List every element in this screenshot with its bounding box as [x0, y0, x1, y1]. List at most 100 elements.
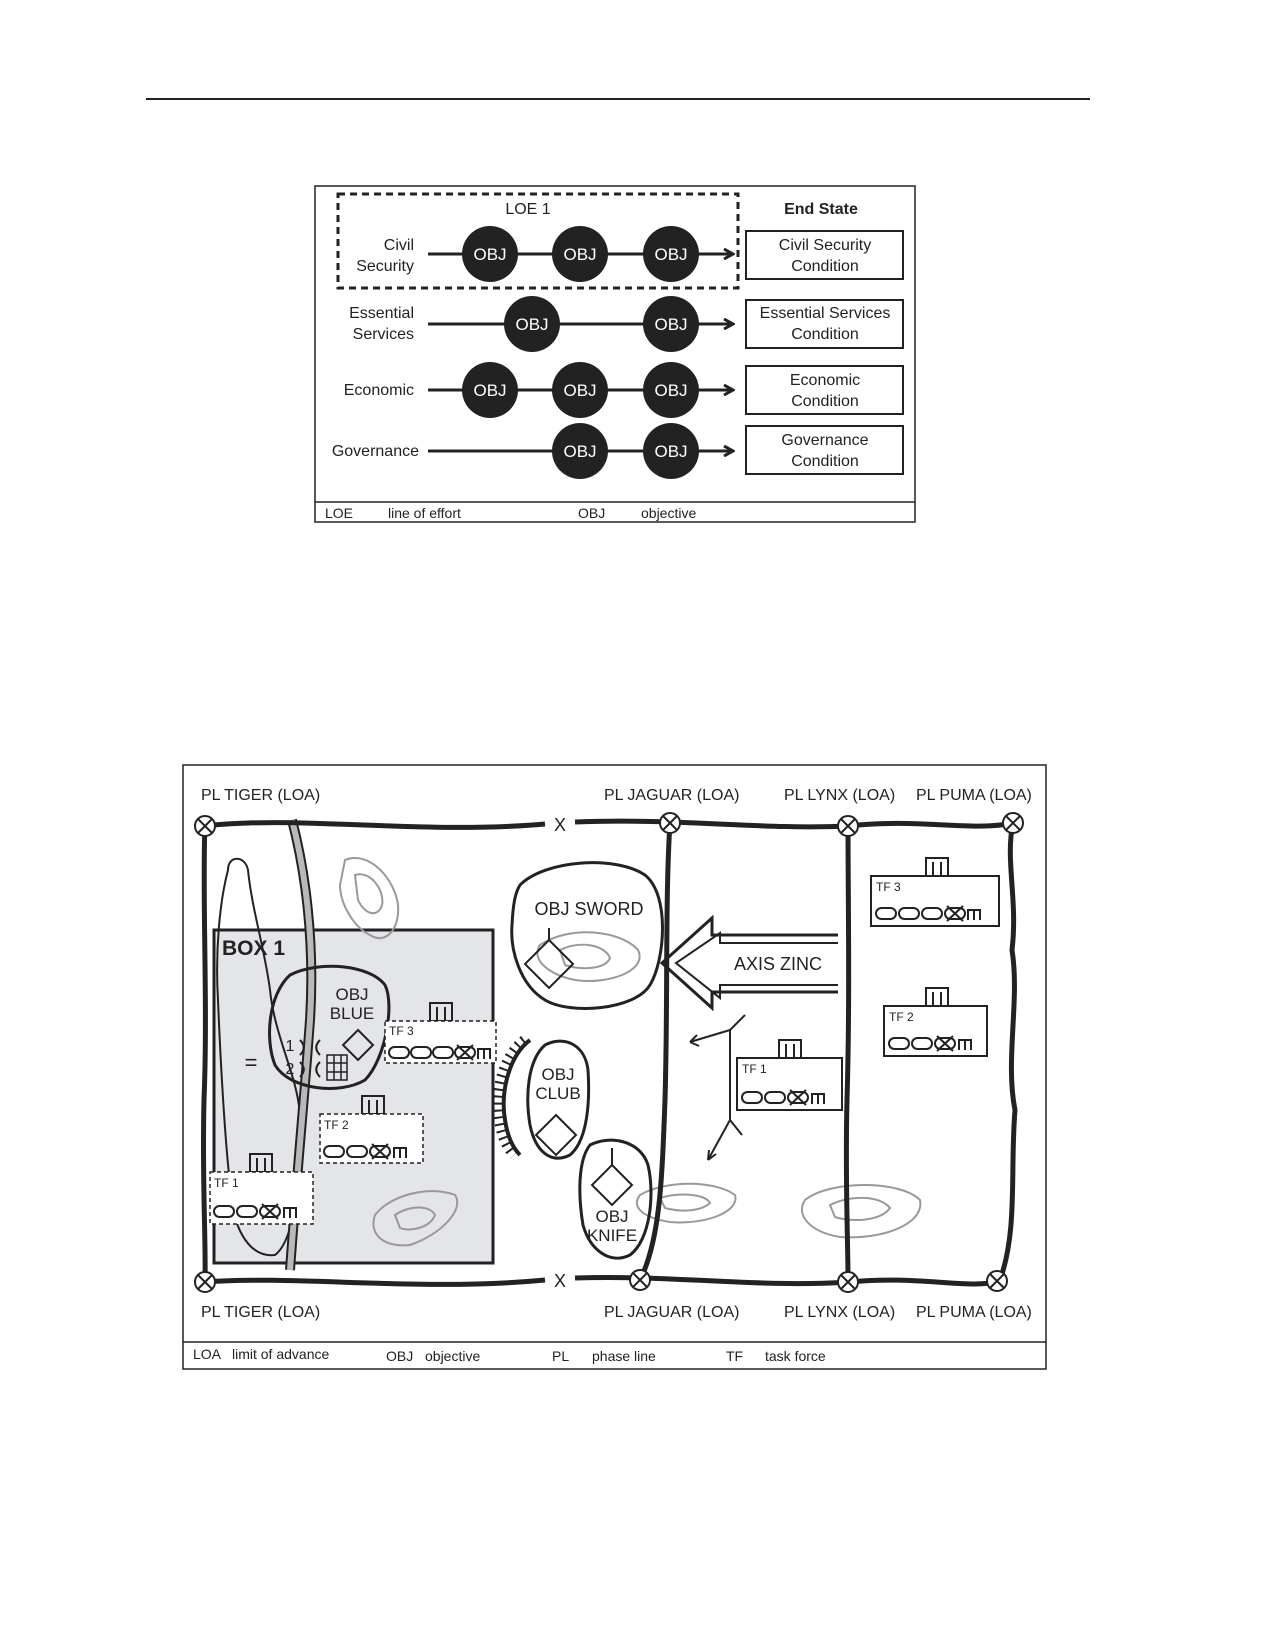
axis-zinc-label: AXIS ZINC: [734, 954, 822, 974]
loe1-label: LOE 1: [505, 201, 550, 218]
condition-line: Condition: [791, 393, 859, 410]
condition-box: [745, 230, 904, 280]
pl-marker: [986, 1270, 1008, 1292]
condition-line: Governance: [781, 432, 868, 449]
maneuver-branches: [689, 1014, 746, 1161]
objective-node-label: OBJ: [654, 245, 687, 264]
condition-line: Civil Security: [779, 237, 871, 254]
arrow-tip: [689, 1034, 700, 1047]
terrain-contour: [558, 943, 612, 970]
pl-label-jaguar-top: PL JAGUAR (LOA): [604, 787, 739, 804]
legend-abbr: LOE: [325, 505, 353, 521]
objective-node-label: OBJ: [654, 381, 687, 400]
terrain-contour: [536, 931, 641, 982]
legend-text: line of effort: [388, 505, 461, 521]
condition-line: Condition: [791, 326, 859, 343]
loe-row-economic: Economic OBJ OBJ OBJ Economic Condition: [344, 362, 904, 418]
objective-node: [462, 362, 518, 418]
objective-node: [504, 296, 560, 352]
tf-label: TF 2: [889, 1010, 914, 1024]
legend-abbr: PL: [552, 1348, 569, 1364]
terrain-contour: [635, 1182, 737, 1224]
obj-club-label-line: OBJ: [541, 1065, 574, 1084]
pl-label-jaguar-bottom: PL JAGUAR (LOA): [604, 1304, 739, 1321]
terrain-contour: [353, 873, 384, 915]
loe-row-governance: Governance OBJ OBJ Governance Condition: [332, 423, 904, 479]
loe-label-line: Civil: [384, 237, 414, 254]
pl-marker: [194, 1271, 216, 1293]
legend-abbr: TF: [726, 1348, 743, 1364]
map-legend: LOA limit of advance OBJ objective PL ph…: [193, 1346, 826, 1364]
pl-label-lynx-bottom: PL LYNX (LOA): [784, 1304, 895, 1321]
objective-diamond: [341, 1028, 375, 1062]
condition-line: Condition: [791, 258, 859, 275]
objective-node-label: OBJ: [563, 442, 596, 461]
terrain-contour: [393, 1206, 437, 1231]
boundary-top-right: [574, 818, 1014, 830]
task-force-tf1-box: TF 1: [209, 1153, 314, 1225]
task-force-tf3-box: TF 3: [384, 1002, 497, 1064]
tf-label: TF 3: [389, 1024, 414, 1038]
condition-line: Condition: [791, 453, 859, 470]
obj-sword-label: OBJ SWORD: [534, 899, 643, 919]
arrow-tip: [707, 1149, 717, 1161]
condition-box: [745, 365, 904, 415]
terrain-contour: [800, 1184, 922, 1239]
phase-line-lynx: [843, 822, 852, 1281]
loe-label-line: Economic: [344, 382, 414, 399]
objective-node-label: OBJ: [473, 245, 506, 264]
pl-label-tiger-top: PL TIGER (LOA): [201, 787, 320, 804]
terrain-contour: [372, 1190, 459, 1247]
objective-diamond: [523, 938, 575, 990]
phase-line-jaguar: [637, 822, 673, 1282]
tf-label: TF 1: [742, 1062, 767, 1076]
crossing-site-symbol: [299, 1039, 321, 1078]
loe-legend: LOE line of effort OBJ objective: [325, 505, 696, 521]
loe-frame: [314, 185, 916, 523]
condition-box: [745, 299, 904, 349]
pl-label-puma-bottom: PL PUMA (LOA): [916, 1304, 1032, 1321]
boundary-mark-top: X: [554, 815, 566, 835]
obj-blue-label-line: BLUE: [330, 1004, 374, 1023]
obj-club-label-line: CLUB: [535, 1084, 580, 1103]
objective-node: [552, 226, 608, 282]
legend-text: task force: [765, 1348, 826, 1364]
objective-node-label: OBJ: [515, 315, 548, 334]
objective-node-label: OBJ: [654, 442, 687, 461]
pl-label-lynx-top: PL LYNX (LOA): [784, 787, 895, 804]
header-rule: [146, 98, 1090, 100]
boundary-mark-bottom: X: [554, 1271, 566, 1291]
task-force-tf3-east: TF 3: [870, 857, 1000, 927]
loe-label-line: Essential: [349, 305, 414, 322]
phase-line-tiger: [200, 822, 208, 1281]
task-force-tf2-box: TF 2: [319, 1095, 424, 1164]
pl-marker: [659, 812, 681, 834]
legend-text: objective: [425, 1348, 480, 1364]
condition-line: Economic: [790, 372, 860, 389]
axis-zinc-arrow-inner: [674, 931, 838, 1001]
obj-club-arc-ticks: [492, 1036, 528, 1159]
obj-knife-area: [578, 1138, 653, 1260]
objective-node: [552, 423, 608, 479]
condition-line: Essential Services: [760, 305, 891, 322]
objective-node-label: OBJ: [563, 245, 596, 264]
pl-label-tiger-bottom: PL TIGER (LOA): [201, 1304, 320, 1321]
crossing-number: 1: [286, 1038, 295, 1055]
end-state-header: End State: [784, 201, 858, 218]
pl-marker: [194, 815, 216, 837]
objective-node-label: OBJ: [473, 381, 506, 400]
task-force-tf2-east: TF 2: [883, 987, 988, 1057]
obj-knife-label-line: KNIFE: [587, 1226, 637, 1245]
boundary-bottom-right: [574, 1275, 1001, 1287]
objective-node: [643, 296, 699, 352]
phase-line-puma: [997, 822, 1018, 1281]
task-force-tf1-east: TF 1: [736, 1039, 843, 1111]
objective-node-label: OBJ: [563, 381, 596, 400]
legend-abbr: OBJ: [386, 1348, 413, 1364]
objective-diamond: [534, 1113, 578, 1157]
obj-blue-area: [268, 964, 391, 1090]
tf-label: TF 3: [876, 880, 901, 894]
pl-marker: [1002, 812, 1024, 834]
objective-node: [643, 226, 699, 282]
legend-text: objective: [641, 505, 696, 521]
